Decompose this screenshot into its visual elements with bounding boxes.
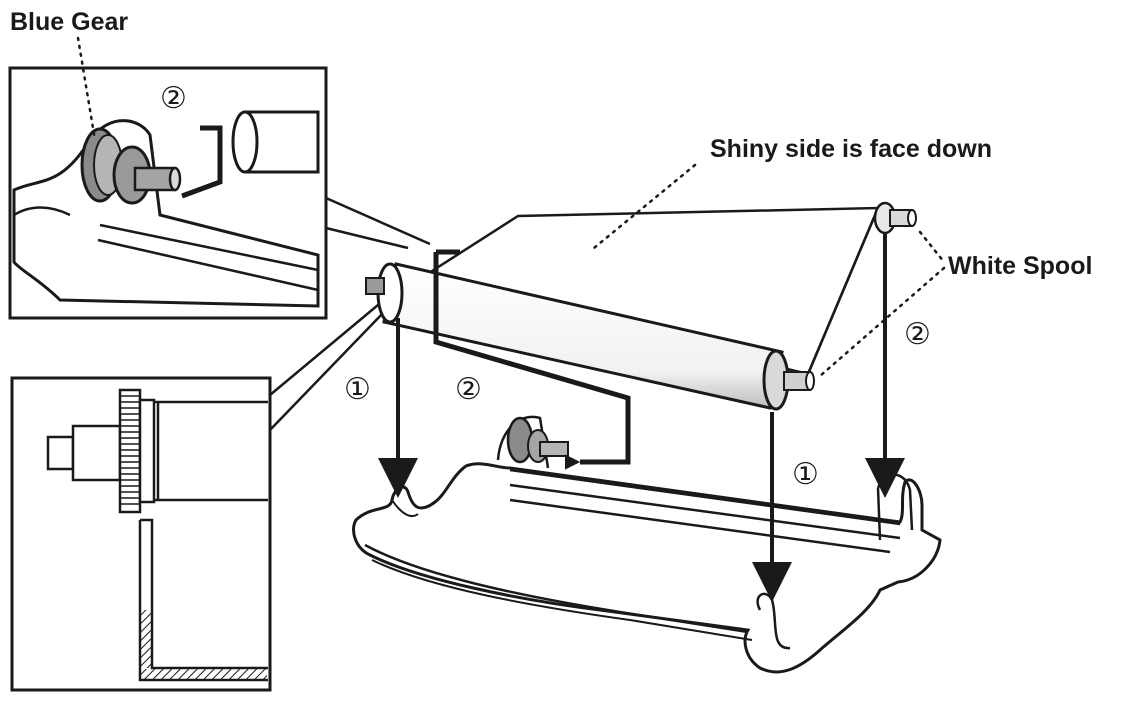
white-spool xyxy=(806,201,917,375)
bottom-inset-callout xyxy=(269,304,385,431)
shiny-side-label: Shiny side is face down xyxy=(710,135,993,163)
step-1-marker-right: ① xyxy=(792,457,819,492)
white-spool-label: White Spool xyxy=(948,252,1093,280)
insert-gear-path xyxy=(433,252,631,465)
step-1-marker-left: ① xyxy=(344,372,371,407)
step-2-marker-right: ② xyxy=(904,317,931,352)
step-2-marker-center: ② xyxy=(455,372,482,407)
ribbon-tray xyxy=(352,462,942,674)
blue-gear-label: Blue Gear xyxy=(10,8,129,36)
shiny-side-leader xyxy=(592,163,697,250)
tray-gear xyxy=(496,415,569,469)
blue-gear-icon xyxy=(80,127,123,203)
step-2-marker-inset: ② xyxy=(160,81,187,116)
supply-roller xyxy=(365,262,815,411)
white-spool-leader xyxy=(818,230,946,378)
spool-detail-inset xyxy=(10,376,272,692)
top-inset-callout xyxy=(325,196,431,250)
gear-detail-inset xyxy=(8,66,328,320)
blue-gear-leader xyxy=(76,36,97,142)
